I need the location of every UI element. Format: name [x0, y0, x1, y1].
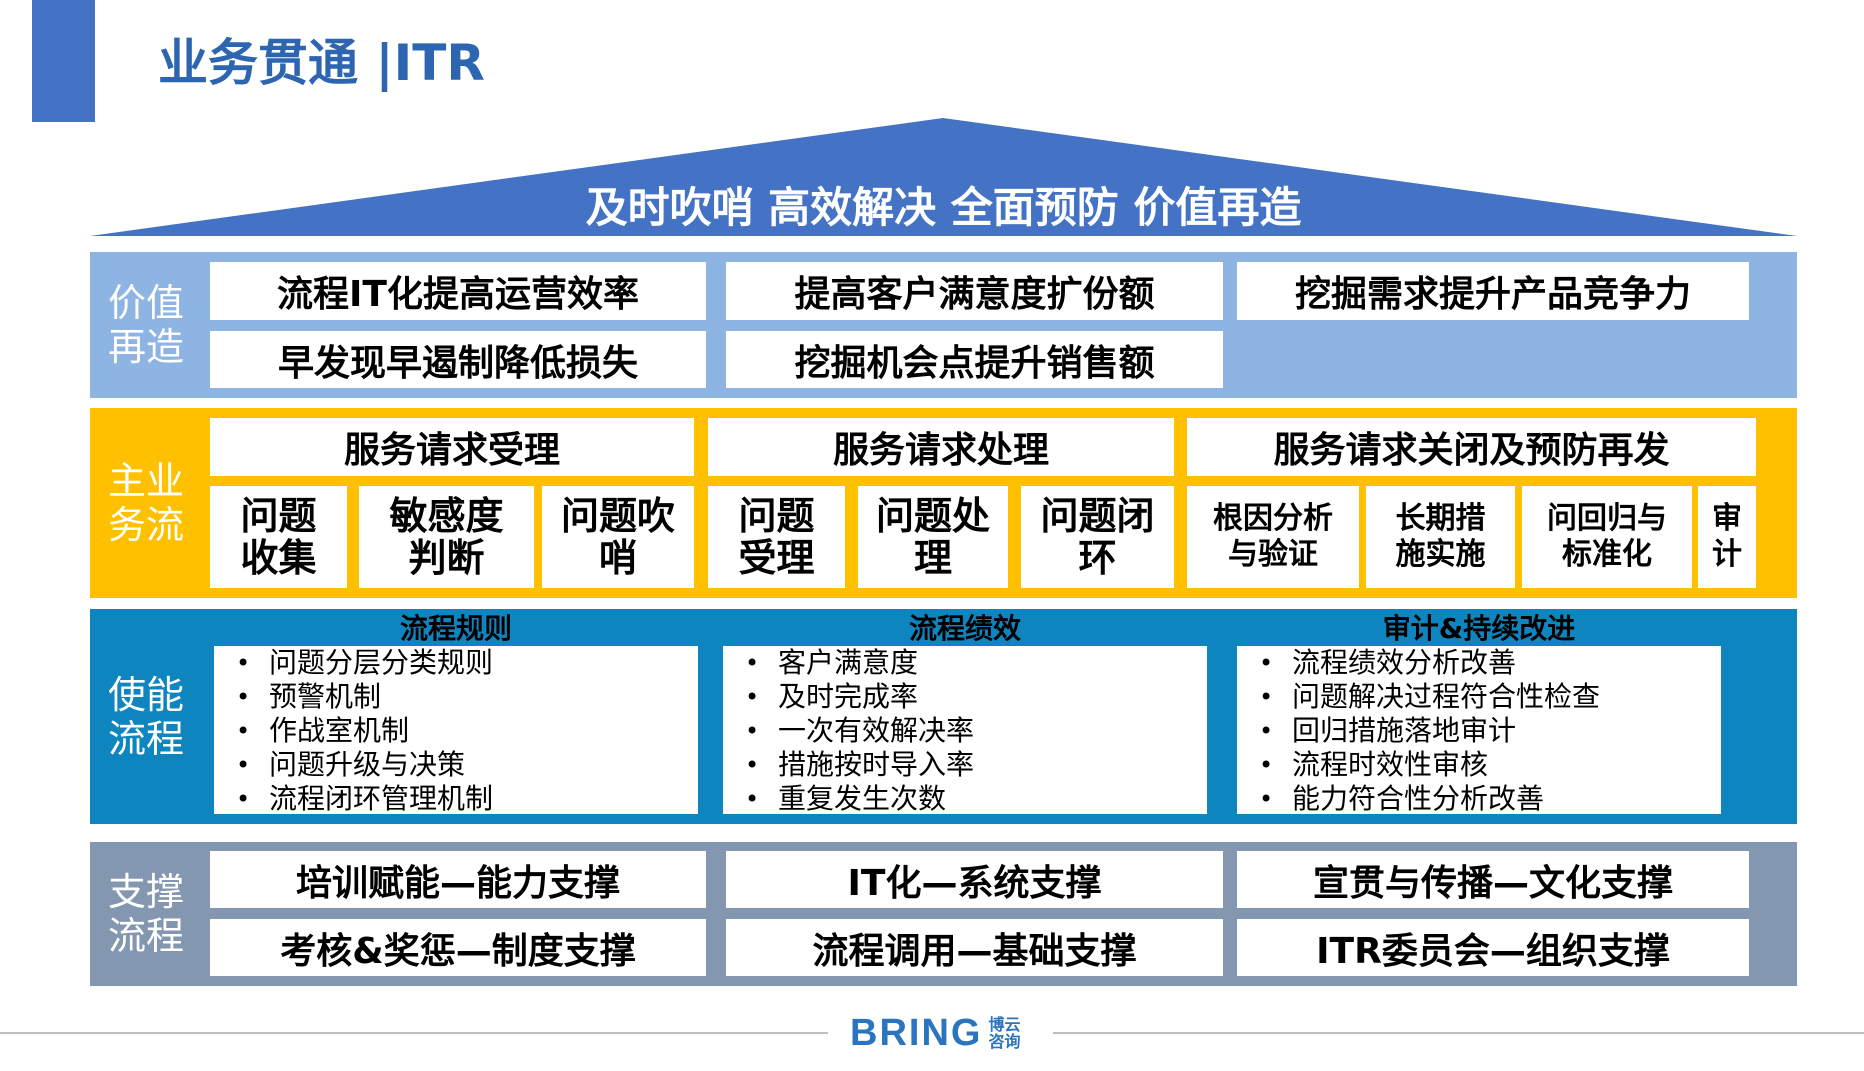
list-item: 预警机制 [214, 680, 698, 714]
main-group-header: 服务请求关闭及预防再发 [1187, 418, 1756, 476]
support-item: 考核&奖惩—制度支撑 [210, 919, 706, 976]
brand-logo: BRING 博云 咨询 [850, 1010, 1020, 1056]
value-item: 挖掘机会点提升销售额 [726, 331, 1223, 388]
enable-list-rules: 问题分层分类规则 预警机制 作战室机制 问题升级与决策 流程闭环管理机制 [214, 646, 698, 816]
list-item: 流程时效性审核 [1237, 748, 1721, 782]
enable-column-title: 审计&持续改进 [1382, 612, 1576, 645]
main-step: 问题闭环 [1021, 486, 1174, 588]
enable-flow-band-label: 使能流程 [107, 672, 184, 761]
value-band-label: 价值再造 [107, 281, 184, 369]
enable-list-performance: 客户满意度 及时完成率 一次有效解决率 措施按时导入率 重复发生次数 [723, 646, 1207, 816]
list-item: 问题解决过程符合性检查 [1237, 680, 1721, 714]
main-step: 长期措施实施 [1366, 486, 1515, 588]
main-step: 敏感度判断 [359, 486, 534, 588]
support-item: 宣贯与传播—文化支撑 [1237, 851, 1749, 908]
value-item: 早发现早遏制降低损失 [210, 331, 706, 388]
value-item: 挖掘需求提升产品竞争力 [1237, 262, 1749, 320]
page-title: 业务贯通 |ITR [158, 34, 485, 92]
enable-column-title: 流程规则 [399, 612, 512, 645]
support-item: ITR委员会—组织支撑 [1237, 919, 1749, 976]
main-step: 问题处理 [858, 486, 1008, 588]
list-item: 问题分层分类规则 [214, 646, 698, 680]
main-group-header: 服务请求处理 [708, 418, 1174, 476]
logo-subtitle: 博云 咨询 [988, 1015, 1021, 1051]
footer-divider [1053, 1032, 1864, 1034]
main-step: 审计 [1698, 486, 1756, 588]
footer-divider [0, 1032, 828, 1034]
list-item: 一次有效解决率 [723, 714, 1207, 748]
main-step: 问题吹哨 [542, 486, 694, 588]
main-step: 问题受理 [708, 486, 845, 588]
list-item: 回归措施落地审计 [1237, 714, 1721, 748]
logo-wordmark: BRING [850, 1011, 983, 1054]
value-item: 流程IT化提高运营效率 [210, 262, 706, 320]
main-group-header: 服务请求受理 [210, 418, 694, 476]
list-item: 流程闭环管理机制 [214, 782, 698, 816]
main-step: 根因分析与验证 [1187, 486, 1359, 588]
list-item: 能力符合性分析改善 [1237, 782, 1721, 816]
support-item: 培训赋能—能力支撑 [210, 851, 706, 908]
list-item: 问题升级与决策 [214, 748, 698, 782]
support-flow-band-label: 支撑流程 [107, 870, 184, 958]
support-item: 流程调用—基础支撑 [726, 919, 1223, 976]
list-item: 重复发生次数 [723, 782, 1207, 816]
list-item: 流程绩效分析改善 [1237, 646, 1721, 680]
main-flow-band-label: 主业务流 [107, 459, 184, 547]
enable-list-audit: 流程绩效分析改善 问题解决过程符合性检查 回归措施落地审计 流程时效性审核 能力… [1237, 646, 1721, 816]
main-step: 问回归与标准化 [1522, 486, 1692, 588]
list-item: 作战室机制 [214, 714, 698, 748]
title-accent-bar [32, 0, 95, 122]
enable-column-title: 流程绩效 [908, 612, 1021, 645]
list-item: 客户满意度 [723, 646, 1207, 680]
list-item: 措施按时导入率 [723, 748, 1207, 782]
list-item: 及时完成率 [723, 680, 1207, 714]
main-step: 问题收集 [210, 486, 347, 588]
support-item: IT化—系统支撑 [726, 851, 1223, 908]
value-item: 提高客户满意度扩份额 [726, 262, 1223, 320]
roof-slogan: 及时吹哨 高效解决 全面预防 价值再造 [585, 183, 1302, 232]
